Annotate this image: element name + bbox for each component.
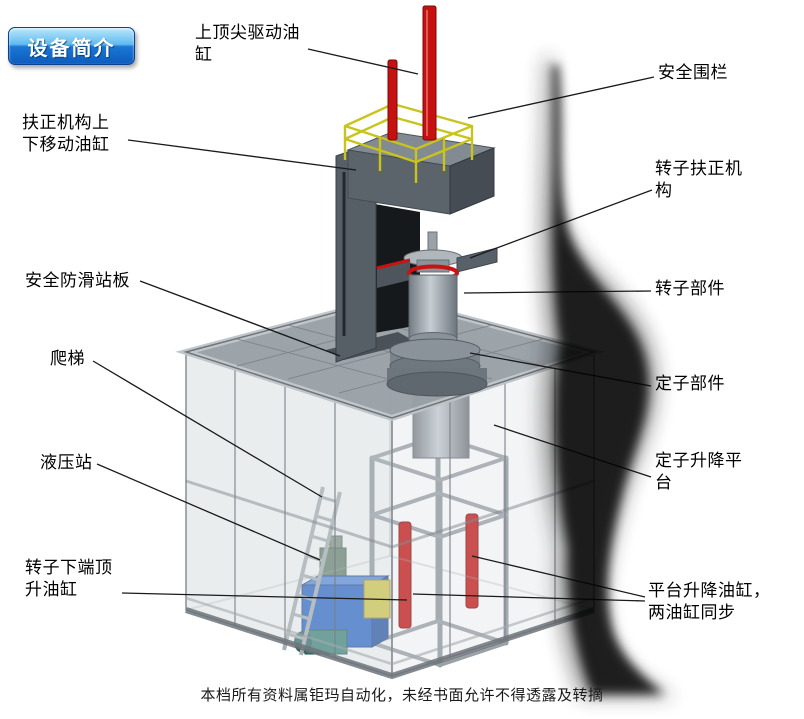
label-ladder: 爬梯 [50,349,85,368]
safety-fence-railing [343,102,474,183]
label-stator-lift-platform: 定子升降平 台 [655,451,743,493]
label-rotor-component: 转子部件 [655,279,725,298]
label-rotor-centering: 转子扶正机 构 [655,159,743,201]
label-top-drive-cylinder: 上顶尖驱动油 缸 [195,23,300,65]
label-antislip-platform: 安全防滑站板 [25,271,130,290]
footer-note: 本档所有资料属钜玛自动化，未经书面允许不得透露及转摘 [200,688,604,704]
label-stator-component: 定子部件 [655,374,725,393]
title-badge: 设备简介 [8,27,135,65]
label-rotor-bottom-jack: 转子下端顶 升油缸 [25,558,113,600]
rotor-assembly [376,231,498,397]
top-drive-cylinder-red [387,5,437,141]
title-badge-label: 设备简介 [27,37,116,60]
label-platform-lift-cylinders: 平台升降油缸， 两油缸同步 [648,581,771,623]
top-housing [346,131,496,215]
label-hydraulic-station: 液压站 [40,453,93,472]
platform-lift-cylinder-red [398,513,479,629]
label-centering-lift-cylinder: 扶正机构上 下移动油缸 [22,113,110,155]
label-safety-fence: 安全围栏 [658,63,728,82]
ink-smudge [539,55,676,698]
